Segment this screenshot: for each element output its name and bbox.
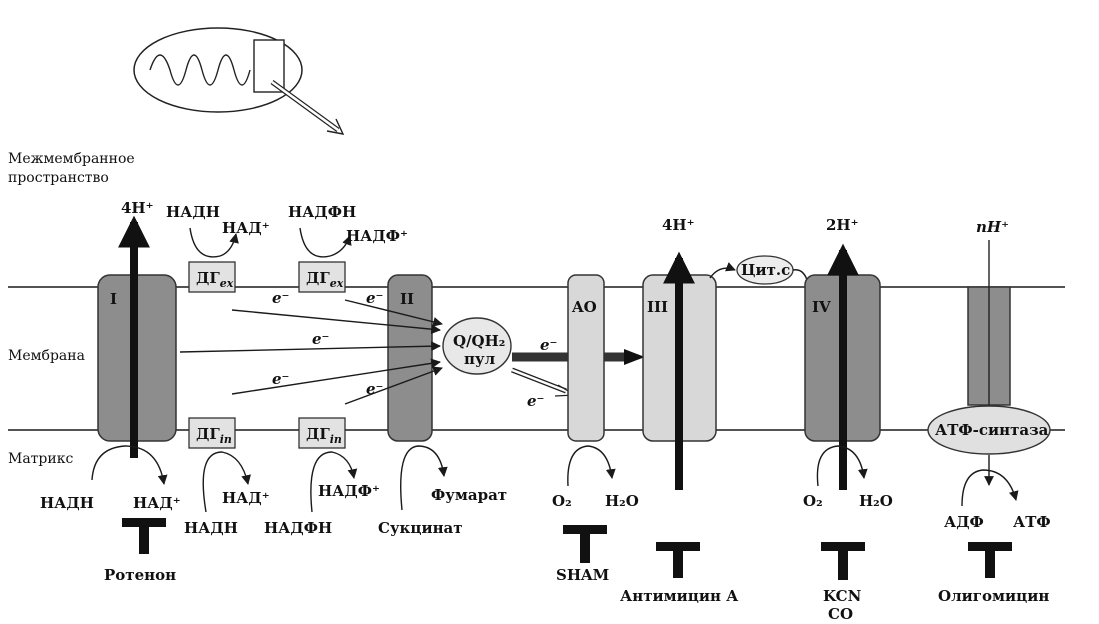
co-label: CO — [828, 605, 853, 623]
proton-label-i: 4H⁺ — [121, 199, 154, 217]
h2o-ao: H₂O — [605, 492, 639, 510]
electron-label-6: e⁻ — [540, 336, 557, 354]
electron-arrow-3 — [179, 341, 441, 353]
inhibitor-block-rotenone — [122, 518, 166, 554]
o2-c4: O₂ — [803, 492, 823, 510]
adp: АДФ — [944, 513, 984, 531]
ao-label: AO — [571, 298, 597, 316]
complex-iii-label: III — [647, 298, 668, 316]
electron-label-3: e⁻ — [312, 330, 329, 348]
dg-in-2 — [298, 417, 346, 449]
nadph-in2: НАДФН — [264, 519, 332, 537]
nadh-c1: НАДН — [40, 494, 94, 512]
antimycin-label: Антимицин А — [620, 587, 739, 605]
dg-ex-2-label: ДГex — [306, 269, 344, 290]
atp: АТФ — [1013, 513, 1051, 531]
electron-label-1: e⁻ — [272, 289, 289, 307]
kcn-label: KCN — [823, 587, 862, 605]
proton-label-iii: 4H⁺ — [662, 216, 695, 234]
o2-ao: O₂ — [552, 492, 572, 510]
dg-in-2-label: ДГin — [306, 425, 342, 446]
fumarate: Фумарат — [431, 486, 507, 504]
succinate: Сукцинат — [378, 519, 463, 537]
inhibitor-block-kcn — [821, 542, 865, 580]
q-pool-label: Q/QH₂ — [453, 332, 505, 350]
electron-arrow-5 — [344, 366, 443, 405]
oligomycin-label: Олигомицин — [938, 587, 1049, 605]
nad-top: НАД⁺ — [222, 219, 270, 237]
inhibitor-block-antimycin — [656, 542, 700, 578]
dg-ex-1 — [188, 261, 236, 293]
membrane-label: Мембрана — [8, 348, 85, 364]
nadh-in1: НАДН — [184, 519, 238, 537]
inhibitor-block-oligomycin — [968, 542, 1012, 578]
complex-i-label: I — [110, 290, 117, 308]
electron-arrow-4 — [231, 358, 441, 395]
h2o-c4: H₂O — [859, 492, 893, 510]
matrix-label: Матрикс — [8, 451, 73, 467]
electron-label-7: e⁻ — [527, 392, 544, 410]
inhibitor-block-sham — [563, 525, 607, 563]
atp-synthase — [927, 405, 1051, 455]
electron-arrow-2 — [344, 299, 443, 327]
nad-in1: НАД⁺ — [222, 489, 270, 507]
proton-label-iv: 2H⁺ — [826, 216, 859, 234]
rotenone-label: Ротенон — [104, 566, 176, 584]
nadph-top: НАДФН — [288, 203, 356, 221]
nadp-top: НАДФ⁺ — [346, 227, 408, 245]
nadh-top: НАДН — [166, 203, 220, 221]
nad-c1: НАД⁺ — [133, 494, 181, 512]
electron-arrow-1 — [231, 309, 441, 335]
electron-label-5: e⁻ — [366, 380, 383, 398]
complex-ii-label: II — [400, 290, 414, 308]
pool-to-iii-arrowhead — [624, 349, 645, 365]
cytc-label: Цит.c — [741, 261, 790, 279]
mitochondrion-icon — [133, 27, 345, 135]
dg-in-1 — [188, 417, 236, 449]
electron-label-4: e⁻ — [272, 370, 289, 388]
cytc-arrow — [709, 262, 736, 279]
dg-ex-2 — [298, 261, 346, 293]
q-pool-sublabel: пул — [464, 350, 496, 368]
complex-iv-label: IV — [812, 298, 831, 316]
nadp-in2: НАДФ⁺ — [318, 482, 380, 500]
atp-synthase-label: АТФ-синтаза — [935, 421, 1049, 439]
proton-label-atp: nH⁺ — [976, 218, 1009, 236]
complex-ii — [387, 274, 433, 442]
electron-label-2: e⁻ — [366, 289, 383, 307]
dg-ex-1-label: ДГex — [196, 269, 234, 290]
q-pool — [442, 317, 512, 375]
dg-in-1-label: ДГin — [196, 425, 232, 446]
sham-label: SHAM — [556, 566, 609, 584]
alternative-oxidase — [567, 274, 605, 442]
